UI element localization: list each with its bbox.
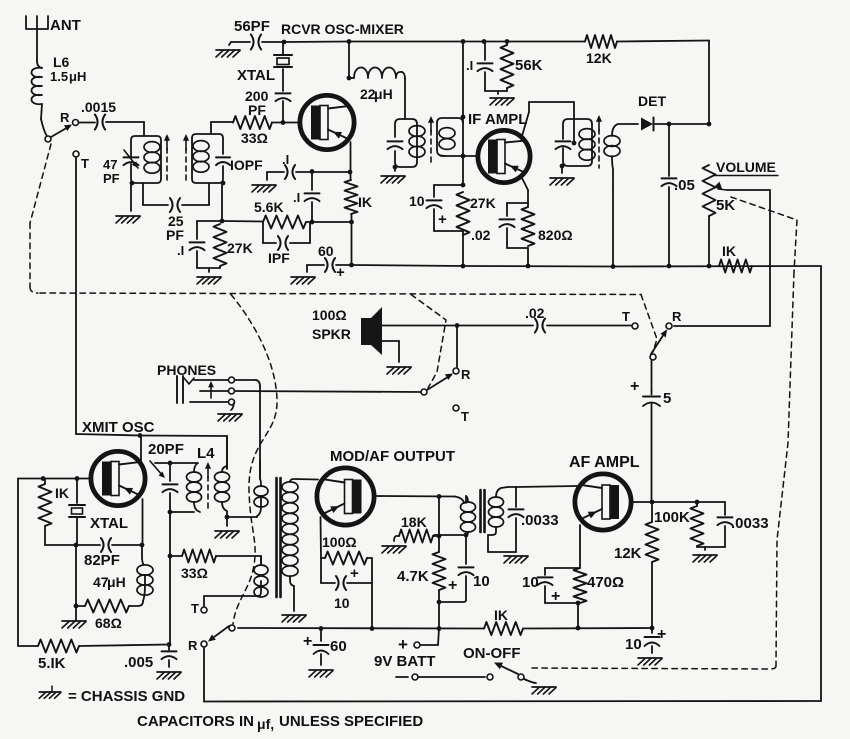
svg-text:PF: PF bbox=[166, 227, 184, 243]
svg-text:IOPF: IOPF bbox=[230, 157, 263, 173]
svg-text:MOD/AF OUTPUT: MOD/AF OUTPUT bbox=[330, 448, 455, 465]
svg-text:IK: IK bbox=[494, 607, 508, 623]
svg-text:18K: 18K bbox=[401, 514, 427, 530]
svg-text:VOLUME: VOLUME bbox=[716, 159, 776, 175]
svg-text:820Ω: 820Ω bbox=[538, 227, 573, 243]
svg-text:CAPACITORS IN: CAPACITORS IN bbox=[137, 713, 254, 730]
svg-text:10: 10 bbox=[522, 574, 539, 591]
svg-text:μH: μH bbox=[374, 86, 393, 102]
svg-text:100Ω: 100Ω bbox=[312, 307, 347, 323]
svg-text:L4: L4 bbox=[197, 445, 215, 462]
svg-text:XMIT OSC: XMIT OSC bbox=[82, 419, 155, 436]
svg-text:60: 60 bbox=[318, 243, 334, 259]
svg-text:ANT: ANT bbox=[50, 17, 81, 34]
svg-text:XTAL: XTAL bbox=[90, 515, 128, 532]
svg-text:47: 47 bbox=[103, 157, 117, 172]
svg-text:PF: PF bbox=[248, 102, 266, 118]
svg-text:+: + bbox=[350, 565, 359, 582]
svg-text:12K: 12K bbox=[586, 50, 612, 66]
svg-text:IK: IK bbox=[55, 485, 69, 501]
svg-text:22: 22 bbox=[360, 86, 376, 102]
svg-text:XTAL: XTAL bbox=[237, 67, 275, 84]
svg-text:+: + bbox=[398, 635, 408, 654]
svg-text:.02: .02 bbox=[471, 227, 491, 243]
svg-text:T: T bbox=[191, 601, 199, 616]
svg-text:25: 25 bbox=[168, 213, 184, 229]
svg-text:.0033: .0033 bbox=[731, 515, 769, 532]
svg-text:.005: .005 bbox=[124, 654, 153, 671]
svg-text:68Ω: 68Ω bbox=[95, 615, 122, 631]
svg-text:5.IK: 5.IK bbox=[38, 655, 66, 672]
svg-text:5K: 5K bbox=[716, 197, 735, 214]
svg-text:= CHASSIS GND: = CHASSIS GND bbox=[68, 688, 185, 705]
svg-text:27K: 27K bbox=[227, 240, 253, 256]
svg-text:R: R bbox=[672, 309, 682, 324]
svg-text:SPKR: SPKR bbox=[312, 326, 351, 342]
svg-text:PF: PF bbox=[103, 171, 120, 186]
svg-text:.I: .I bbox=[177, 243, 184, 258]
svg-text:ON-OFF: ON-OFF bbox=[463, 645, 521, 662]
svg-text:T: T bbox=[461, 409, 469, 424]
svg-text:100Ω: 100Ω bbox=[322, 534, 357, 550]
svg-text:82PF: 82PF bbox=[84, 552, 120, 569]
svg-text:IPF: IPF bbox=[268, 250, 290, 266]
svg-text:10: 10 bbox=[409, 193, 425, 209]
svg-text:.0015: .0015 bbox=[81, 99, 116, 115]
svg-text:+: + bbox=[551, 588, 560, 605]
svg-text:470Ω: 470Ω bbox=[587, 574, 624, 591]
svg-text:33Ω: 33Ω bbox=[181, 565, 208, 581]
svg-text:IF AMPL: IF AMPL bbox=[468, 111, 527, 128]
svg-text:4.7K: 4.7K bbox=[397, 568, 429, 585]
svg-text:AF AMPL: AF AMPL bbox=[569, 454, 640, 471]
svg-text:1.5: 1.5 bbox=[50, 69, 68, 84]
svg-text:μf,: μf, bbox=[257, 716, 274, 732]
svg-text:60: 60 bbox=[330, 638, 347, 655]
svg-text:.05: .05 bbox=[674, 177, 695, 194]
svg-text:UNLESS SPECIFIED: UNLESS SPECIFIED bbox=[279, 713, 423, 730]
svg-text:10: 10 bbox=[473, 573, 490, 590]
svg-text:T: T bbox=[622, 309, 630, 324]
svg-text:56K: 56K bbox=[515, 57, 543, 74]
svg-text:DET: DET bbox=[638, 93, 666, 109]
svg-text:.I: .I bbox=[282, 152, 289, 167]
svg-text:10: 10 bbox=[334, 595, 350, 611]
svg-text:.02: .02 bbox=[525, 305, 545, 321]
svg-text:+: + bbox=[303, 633, 312, 650]
svg-text:.I: .I bbox=[293, 190, 300, 205]
svg-text:5: 5 bbox=[663, 390, 671, 407]
svg-text:33Ω: 33Ω bbox=[241, 130, 268, 146]
svg-text:+: + bbox=[336, 264, 345, 281]
svg-text:T: T bbox=[81, 156, 89, 171]
svg-text:IK: IK bbox=[358, 194, 372, 210]
svg-text:+: + bbox=[657, 626, 666, 643]
svg-text:IK: IK bbox=[722, 243, 736, 259]
svg-text:+: + bbox=[438, 211, 447, 228]
svg-text:12K: 12K bbox=[614, 545, 642, 562]
svg-text:+: + bbox=[448, 577, 457, 594]
svg-text:.I: .I bbox=[466, 58, 473, 73]
svg-text:.0033: .0033 bbox=[521, 512, 559, 529]
svg-text:5.6K: 5.6K bbox=[254, 199, 284, 215]
svg-text:100K: 100K bbox=[654, 509, 690, 526]
svg-text:27K: 27K bbox=[470, 195, 496, 211]
svg-text:μH: μH bbox=[107, 574, 126, 590]
svg-text:+: + bbox=[630, 378, 639, 395]
svg-text:56PF: 56PF bbox=[234, 18, 270, 35]
svg-text:10: 10 bbox=[625, 636, 642, 653]
svg-text:R: R bbox=[461, 367, 471, 382]
svg-text:R: R bbox=[60, 110, 70, 125]
svg-text:200: 200 bbox=[245, 88, 269, 104]
svg-text:20PF: 20PF bbox=[148, 441, 184, 458]
svg-text:9V BATT: 9V BATT bbox=[374, 653, 435, 670]
svg-text:PHONES: PHONES bbox=[157, 362, 216, 378]
svg-text:μH: μH bbox=[69, 69, 86, 84]
svg-text:L6: L6 bbox=[53, 54, 70, 70]
svg-text:R: R bbox=[188, 638, 198, 653]
svg-text:47: 47 bbox=[93, 574, 109, 590]
svg-text:RCVR OSC-MIXER: RCVR OSC-MIXER bbox=[281, 21, 404, 37]
